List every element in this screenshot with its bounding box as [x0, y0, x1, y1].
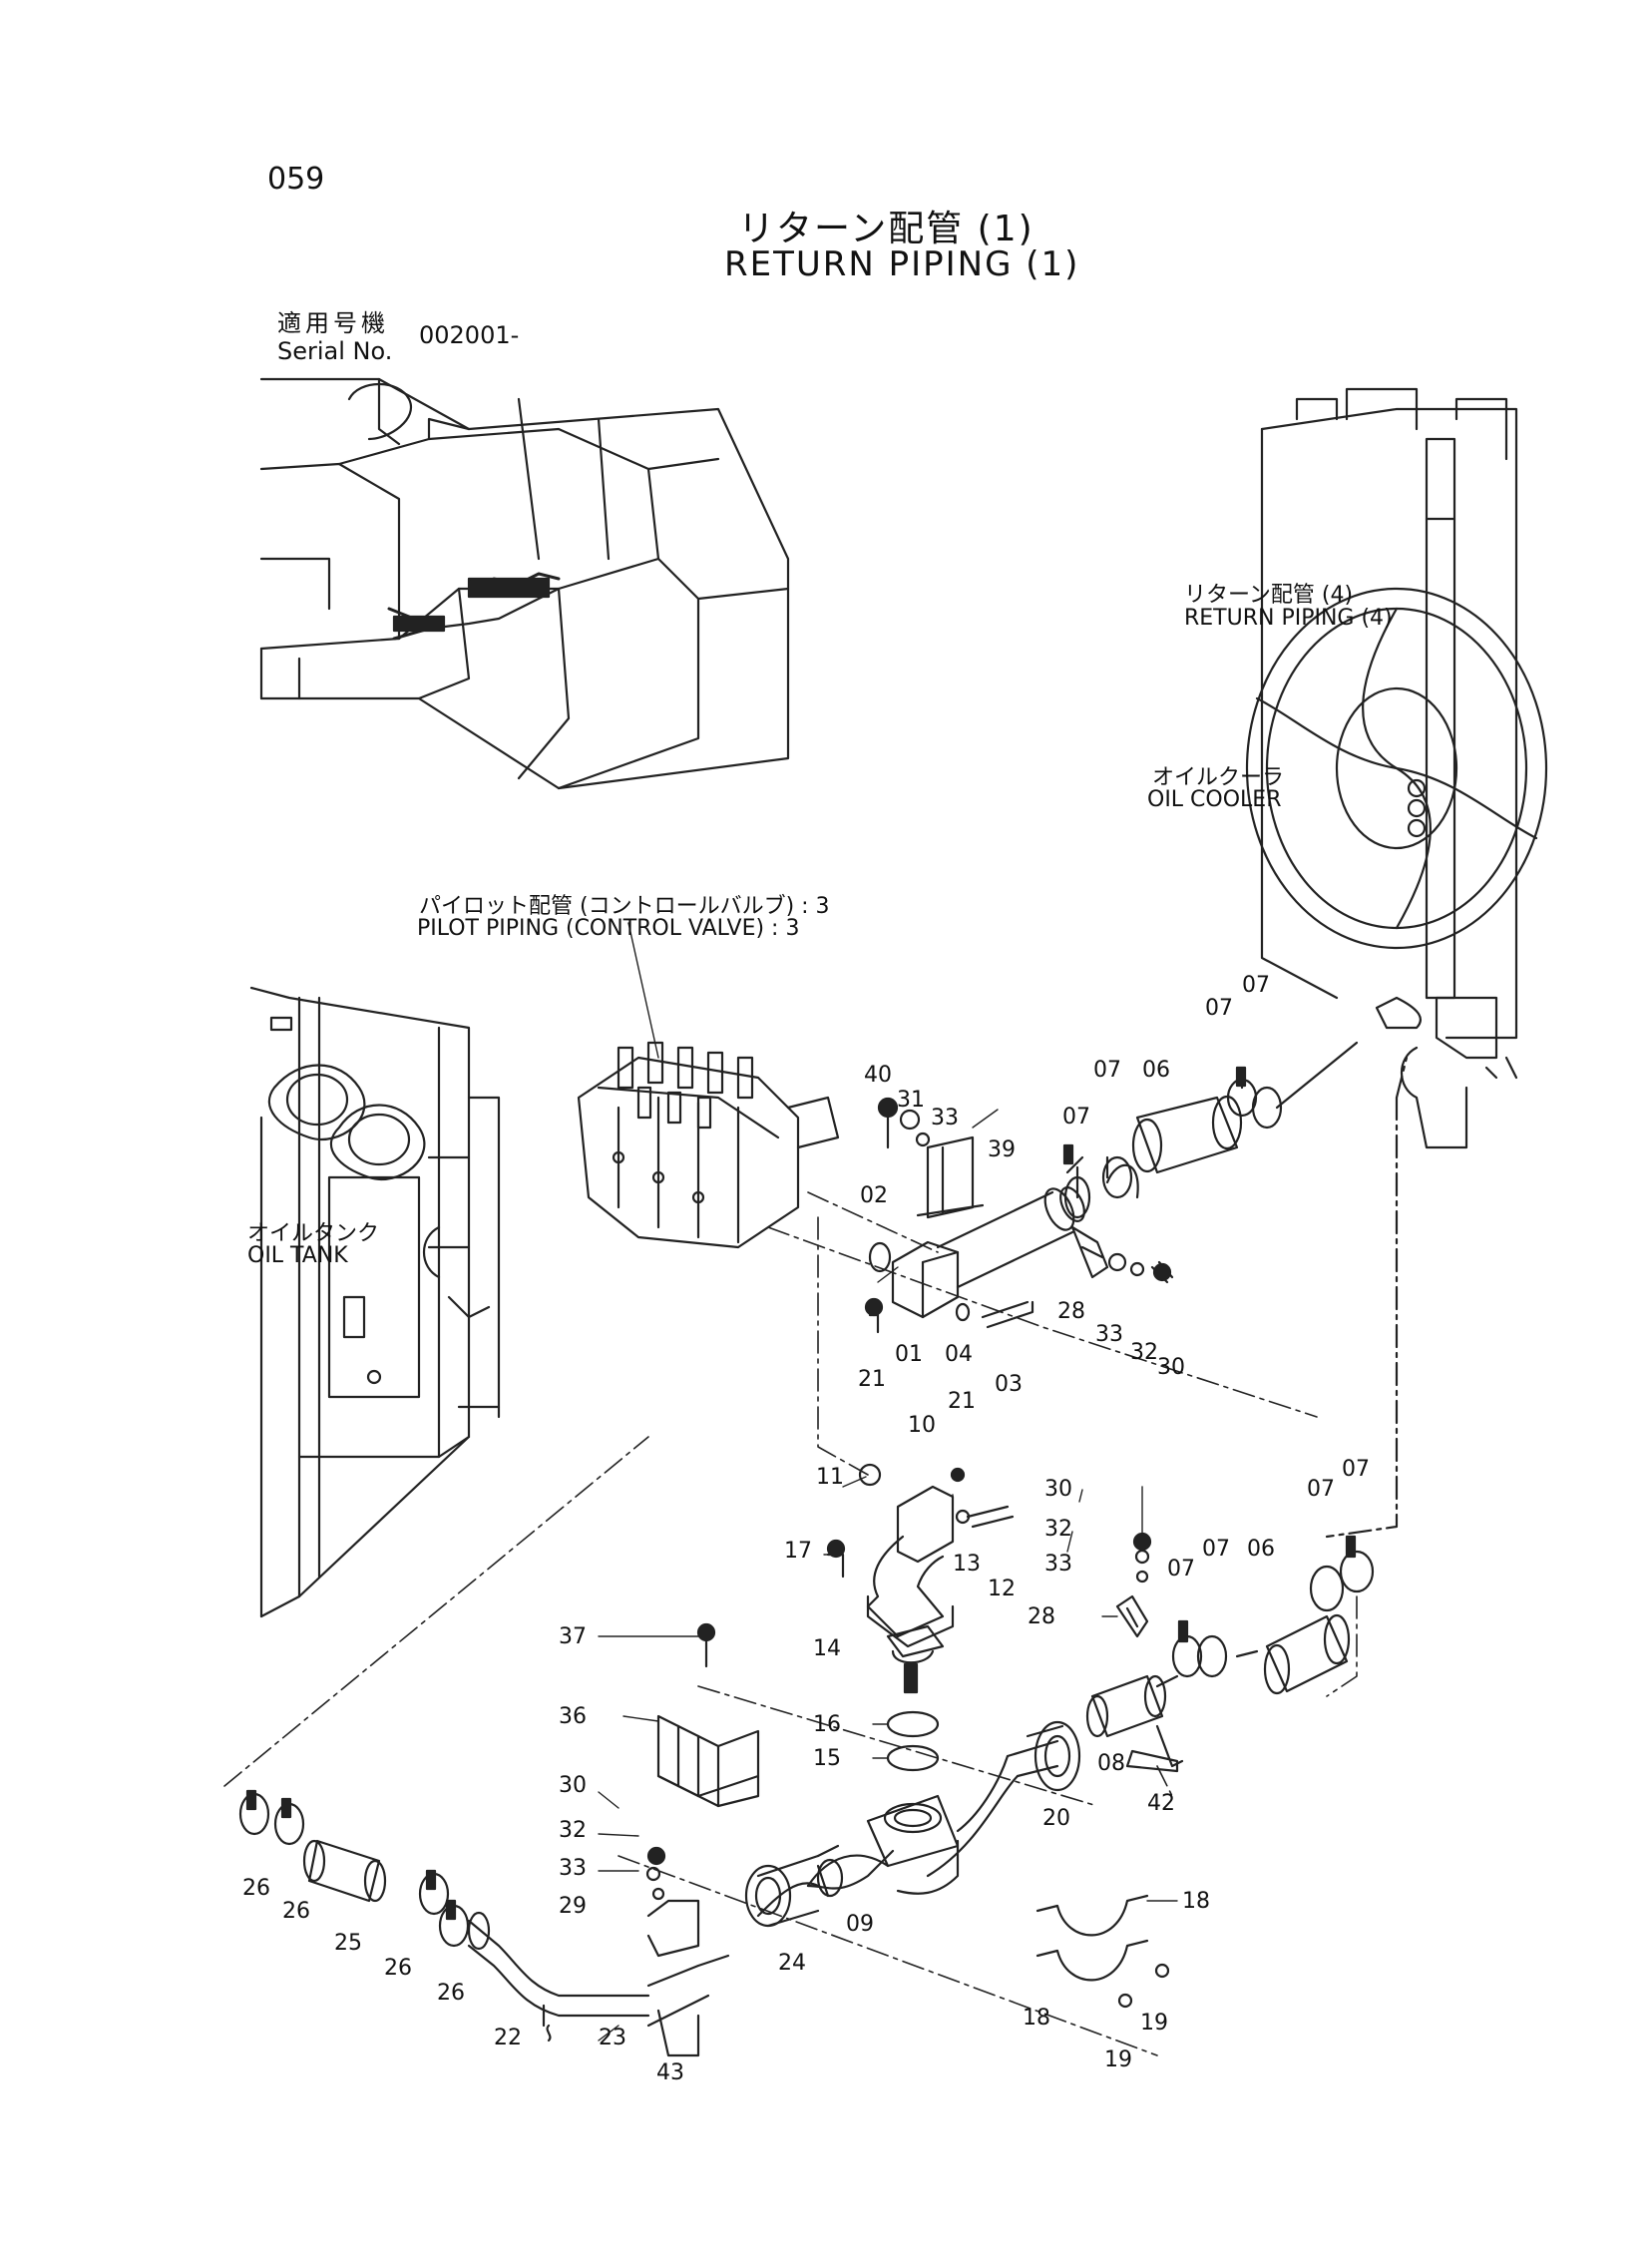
part-label: 26: [282, 1899, 310, 1924]
part-label: 37: [559, 1624, 587, 1649]
main-pipe-09: [756, 1720, 1081, 1918]
hose-set-lower: [1085, 1532, 1375, 1773]
part-label: 25: [334, 1931, 362, 1956]
part-label: 22: [494, 2026, 522, 2050]
serial-label-en: Serial No.: [277, 337, 393, 365]
part-label: 15: [813, 1746, 841, 1771]
part-label: 07: [1205, 996, 1233, 1021]
part-label: 02: [860, 1183, 888, 1208]
part-label: 30: [559, 1773, 587, 1798]
part-label: 01: [895, 1342, 923, 1367]
part-label: 07: [1167, 1557, 1195, 1582]
part-label: 18: [1182, 1889, 1210, 1914]
part-label: 07: [1202, 1537, 1230, 1562]
part-label: 33: [931, 1106, 959, 1131]
bracket-36: [656, 1622, 760, 1808]
part-label: 24: [778, 1951, 806, 1976]
part-label: 08: [1097, 1751, 1125, 1776]
part-label: 33: [1095, 1322, 1123, 1347]
oil-tank-drawing: [249, 986, 501, 1618]
part-label: 33: [559, 1856, 587, 1881]
label-leaders: [598, 922, 1178, 2041]
note-oil-tank-en: OIL TANK: [247, 1243, 348, 1268]
part-label: 32: [1130, 1340, 1158, 1365]
part-label: 39: [988, 1137, 1016, 1162]
part-label: 06: [1247, 1537, 1275, 1562]
part-label: 18: [1023, 2006, 1050, 2031]
page-number: 059: [267, 162, 325, 197]
part-label: 07: [1307, 1477, 1335, 1502]
hose-set-bottom: [238, 1789, 820, 2057]
part-label: 29: [559, 1894, 587, 1919]
note-pilot-piping-jp: パイロット配管 (コントロールバルブ) : 3: [419, 894, 830, 919]
part-label: 23: [599, 2026, 626, 2050]
part-label: 16: [813, 1712, 841, 1737]
part-label: 28: [1028, 1604, 1055, 1629]
part-label: 43: [656, 2060, 684, 2085]
filter-cap-14: [886, 1624, 945, 1772]
page-title-en: RETURN PIPING (1): [724, 244, 1080, 284]
clamps-18: [1035, 1894, 1170, 2009]
part-label: 42: [1147, 1791, 1175, 1816]
part-label: 30: [1044, 1477, 1072, 1502]
part-label: 33: [1044, 1552, 1072, 1577]
part-label: 26: [242, 1876, 270, 1901]
part-label: 36: [559, 1704, 587, 1729]
oil-cooler-drawing: [1245, 387, 1548, 1149]
part-label: 21: [948, 1389, 976, 1414]
note-oil-cooler-jp: オイルクーラ: [1152, 765, 1285, 790]
part-label: 26: [437, 1981, 465, 2006]
part-label: 31: [897, 1088, 925, 1113]
part-label: 21: [858, 1367, 886, 1392]
part-label: 03: [995, 1372, 1023, 1397]
hose-set-upper: [1062, 1041, 1359, 1284]
part-label: 06: [1142, 1058, 1170, 1083]
part-label: 19: [1140, 2011, 1168, 2036]
dashdot-lines: [223, 1191, 1358, 2056]
page-title-jp: リターン配管 (1): [738, 209, 1034, 249]
note-oil-tank-jp: オイルタンク: [247, 1221, 380, 1246]
part-label: 13: [953, 1552, 981, 1577]
pipe-assembly-10: [826, 1463, 1015, 1648]
part-label: 12: [988, 1577, 1016, 1601]
pipe-assembly-upper: [864, 1097, 1085, 1334]
part-label: 04: [945, 1342, 973, 1367]
part-label: 26: [384, 1956, 412, 1981]
part-label: 07: [1062, 1105, 1090, 1130]
part-label: 20: [1042, 1806, 1070, 1831]
part-label: 11: [816, 1465, 844, 1490]
serial-value: 002001-: [419, 321, 520, 349]
part-label: 10: [908, 1413, 936, 1438]
part-label: 28: [1057, 1299, 1085, 1324]
control-valve-drawing: [577, 1041, 840, 1249]
part-label: 07: [1093, 1058, 1121, 1083]
part-label: 32: [559, 1818, 587, 1843]
part-label: 40: [864, 1063, 892, 1088]
part-label: 30: [1157, 1355, 1185, 1380]
part-label: 17: [784, 1539, 812, 1564]
part-label: 14: [813, 1636, 841, 1661]
part-label: 09: [846, 1912, 874, 1937]
machine-overview-drawing: [259, 377, 790, 790]
note-return-piping-4-jp: リターン配管 (4): [1184, 583, 1354, 608]
part-label: 07: [1242, 973, 1270, 998]
part-label: 07: [1342, 1457, 1370, 1482]
serial-label-jp: 適用号機: [277, 309, 389, 337]
note-pilot-piping-en: PILOT PIPING (CONTROL VALVE) : 3: [417, 916, 800, 941]
part-label: 19: [1104, 2047, 1132, 2072]
note-return-piping-4-en: RETURN PIPING (4): [1184, 606, 1393, 631]
part-label: 32: [1044, 1517, 1072, 1542]
dashdot-cooler-return: [1325, 1096, 1399, 1539]
note-oil-cooler-en: OIL COOLER: [1147, 787, 1282, 812]
